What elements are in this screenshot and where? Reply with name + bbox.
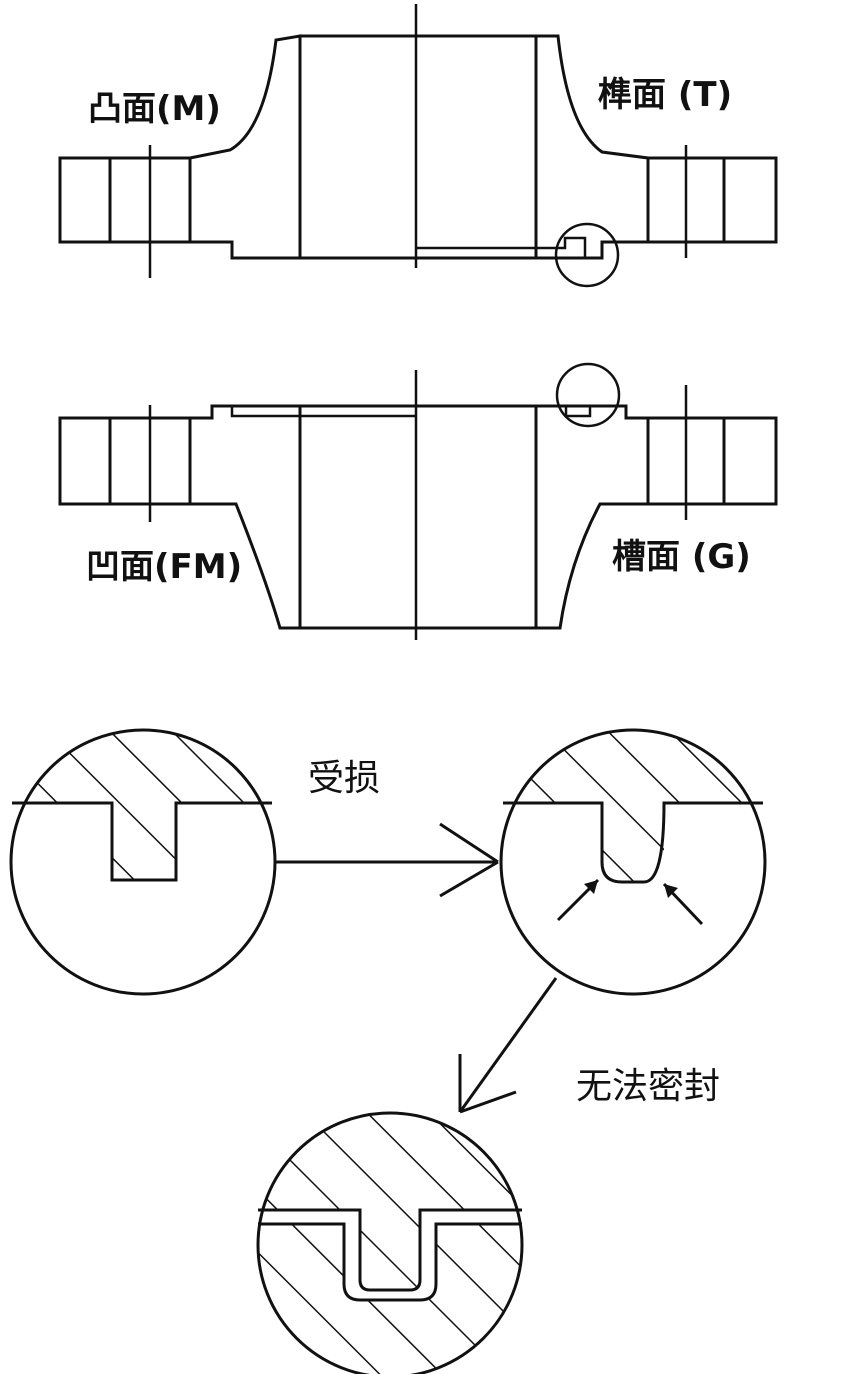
top-bore [298,34,538,260]
damaged-label: 受损 [308,758,380,799]
damaged-hatch [501,730,765,882]
mid-groove-line [564,406,592,418]
arrow-head-2b [459,1090,517,1114]
mated-upper-hatch [258,1113,522,1290]
mated-lower-hatch [258,1224,522,1374]
mated-lower-profile [258,1222,522,1302]
mated-upper-profile [258,1208,522,1292]
female-face-label: 凹面(FM) [86,547,242,587]
tongue-face-label: 榫面 (T) [598,75,732,115]
arrow-shaft-2 [458,977,558,1113]
detail-intact [9,728,277,996]
mid-right-ring-section [722,416,778,506]
arrow-to-cannot-seal [458,977,558,1114]
top-right-ring-section [722,156,778,244]
damaged-detail-circle [499,728,767,996]
damage-arrowhead-left [584,880,598,894]
top-left-ring-section [58,156,112,244]
top-left-hub-section [188,34,302,260]
detail-cannot-seal [256,1111,524,1374]
cannot-seal-label: 无法密封 [576,1066,720,1107]
mid-detail-circle [555,362,621,428]
arrow-head-1b [439,860,499,898]
top-flange: 凸面(M) 榫面 (T) [58,4,778,288]
intact-detail-circle [9,728,277,996]
detail-damaged [499,728,767,996]
male-face-label: 凸面(M) [88,89,221,129]
mid-lip-line [230,406,416,418]
damage-arrowhead-right [664,884,678,898]
top-tongue-line [416,236,587,258]
mid-left-hub-section [188,404,302,630]
groove-face-label: 槽面 (G) [612,537,751,577]
mid-bore [298,404,538,630]
intact-hatch [11,730,275,880]
top-detail-circle [554,222,620,288]
mated-detail-circle [256,1111,524,1374]
mid-left-ring-section [58,416,112,506]
damaged-groove-profile [503,801,763,884]
mid-right-hub-section [534,404,650,630]
arrow-to-damaged [276,822,499,898]
middle-flange: 凹面(FM) 槽面 (G) [58,362,778,640]
arrow-head-1a [439,822,499,864]
intact-groove-profile [12,801,272,882]
top-right-hub-section [534,34,650,260]
